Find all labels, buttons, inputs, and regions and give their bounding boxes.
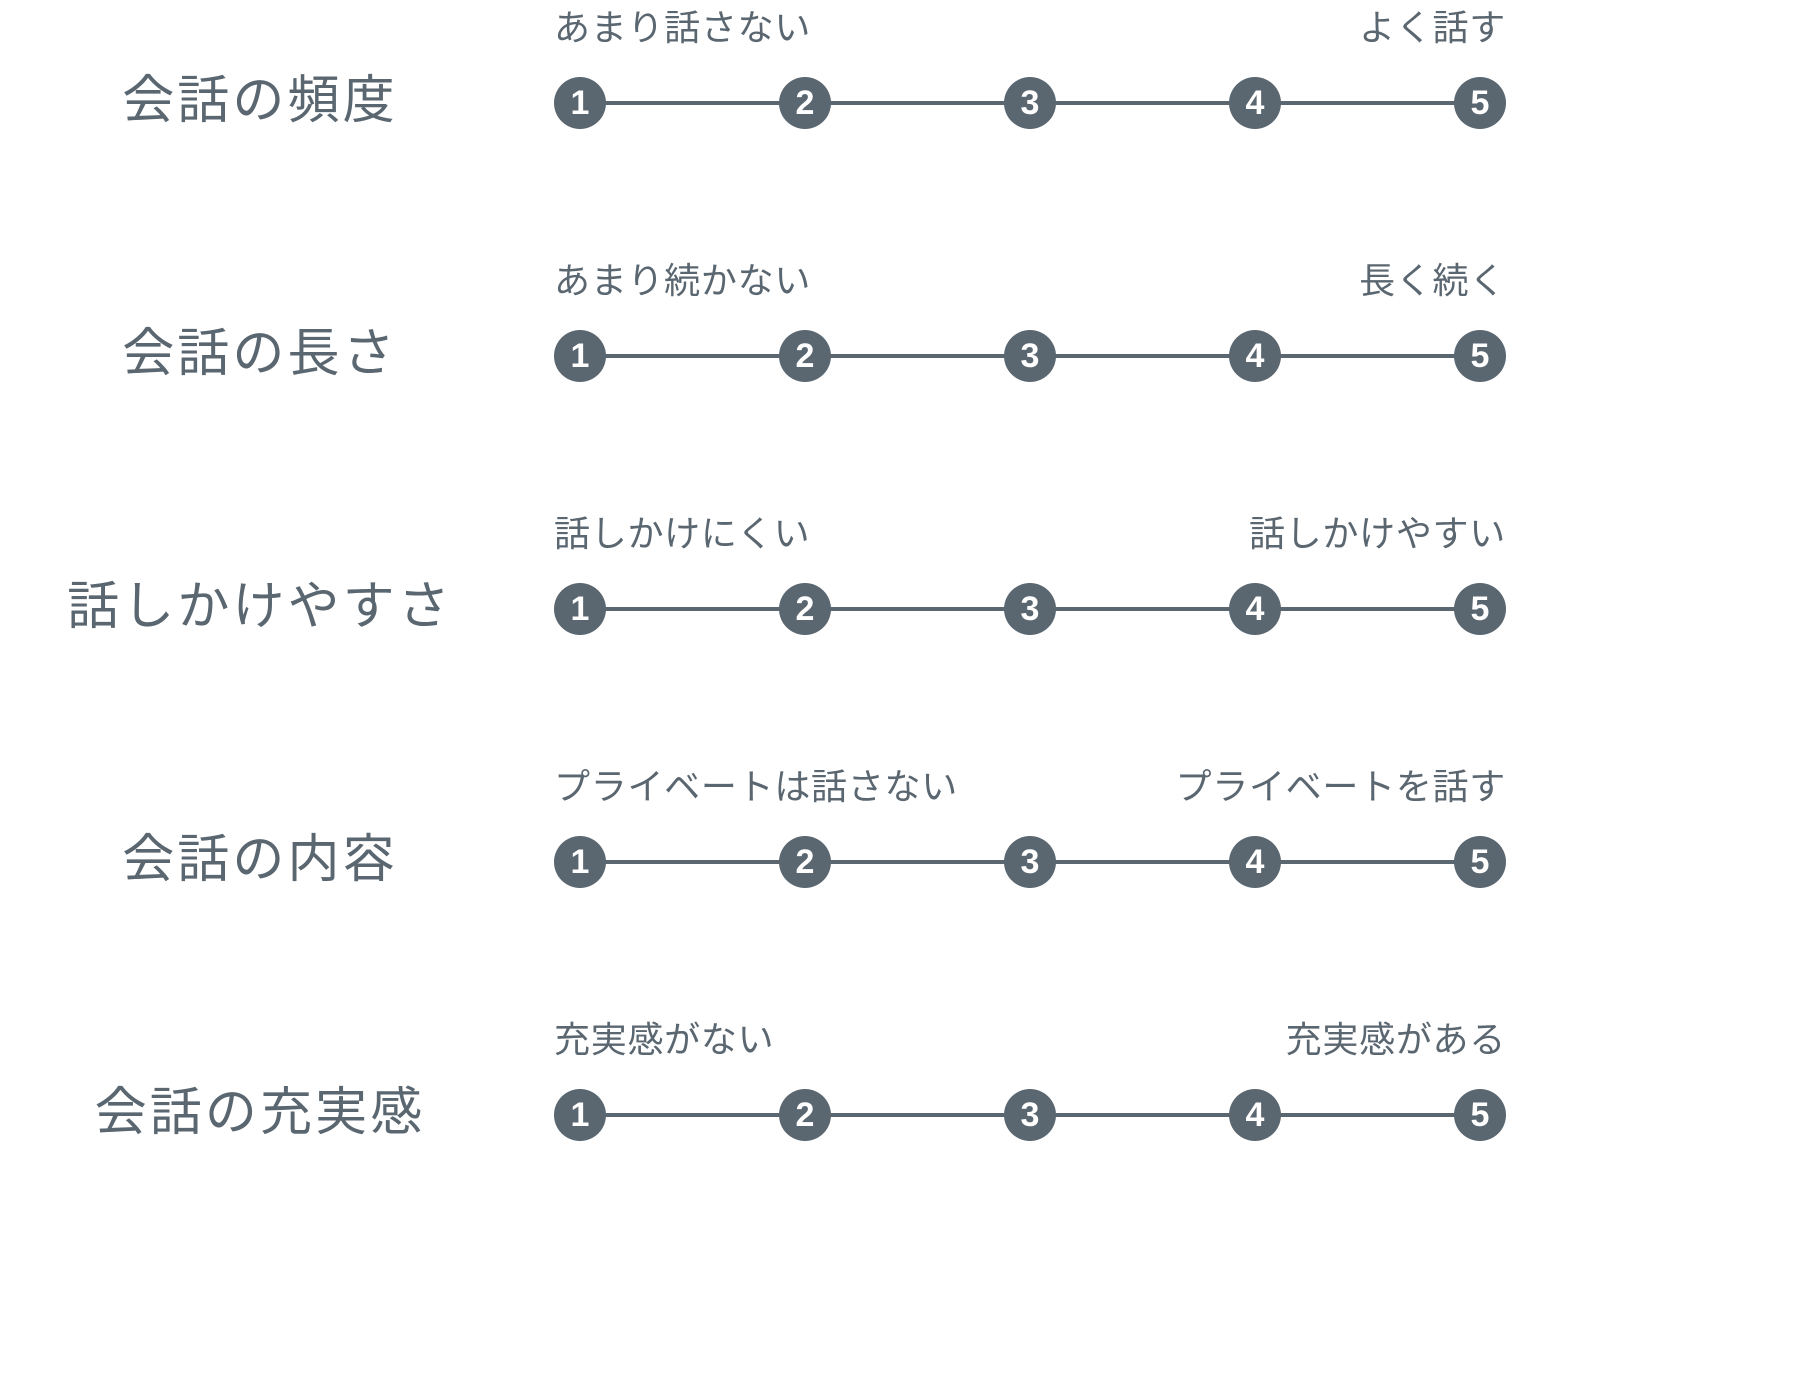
row-label-approachability: 話しかけやすさ	[67, 578, 453, 636]
scale-point-1[interactable]: 1	[554, 583, 606, 635]
scale-point-2[interactable]: 2	[779, 1089, 831, 1141]
row-label-conversation-length: 会話の長さ	[122, 325, 398, 383]
likert-track[interactable]: 1 2 3 4 5	[554, 583, 1506, 635]
scale-point-5[interactable]: 5	[1454, 77, 1506, 129]
anchor-high-label: プライベートを話す	[1175, 766, 1506, 807]
scale-row: 話しかけやすさ 話しかけにくい 話しかけやすい 1 2 3 4 5	[0, 506, 1800, 759]
scale-point-5[interactable]: 5	[1454, 330, 1506, 382]
scale-point-4[interactable]: 4	[1229, 1089, 1281, 1141]
scale-point-4[interactable]: 4	[1229, 583, 1281, 635]
scale-point-1[interactable]: 1	[554, 1089, 606, 1141]
scale-point-4[interactable]: 4	[1229, 836, 1281, 888]
anchor-high-label: 話しかけやすい	[1248, 513, 1506, 554]
row-label-conversation-content: 会話の内容	[122, 831, 398, 889]
scale-point-4[interactable]: 4	[1229, 330, 1281, 382]
scale-point-3[interactable]: 3	[1004, 330, 1056, 382]
scale-point-3[interactable]: 3	[1004, 77, 1056, 129]
scale-point-1[interactable]: 1	[554, 836, 606, 888]
anchor-low-label: 話しかけにくい	[554, 513, 811, 554]
scale-point-2[interactable]: 2	[779, 77, 831, 129]
scale-point-4[interactable]: 4	[1229, 77, 1281, 129]
row-label-conversation-frequency: 会話の頻度	[122, 72, 398, 130]
scale-point-5[interactable]: 5	[1454, 583, 1506, 635]
anchor-low-label: あまり話さない	[554, 7, 812, 48]
likert-track[interactable]: 1 2 3 4 5	[554, 836, 1506, 888]
scale-row: 会話の頻度 あまり話さない よく話す 1 2 3 4 5	[0, 0, 1800, 253]
scale-point-5[interactable]: 5	[1454, 1089, 1506, 1141]
scale-row: 会話の充実感 充実感がない 充実感がある 1 2 3 4 5	[0, 1012, 1800, 1265]
scale-point-3[interactable]: 3	[1004, 1089, 1056, 1141]
likert-track[interactable]: 1 2 3 4 5	[554, 330, 1506, 382]
anchor-low-label: 充実感がない	[554, 1019, 775, 1060]
anchor-high-label: 長く続く	[1359, 260, 1506, 301]
scale-row: 会話の内容 プライベートは話さない プライベートを話す 1 2 3 4 5	[0, 759, 1800, 1012]
anchor-low-label: プライベートは話さない	[554, 766, 958, 807]
scale-row: 会話の長さ あまり続かない 長く続く 1 2 3 4 5	[0, 253, 1800, 506]
scale-point-3[interactable]: 3	[1004, 836, 1056, 888]
row-label-conversation-fulfillment: 会話の充実感	[94, 1084, 426, 1142]
scale-point-2[interactable]: 2	[779, 836, 831, 888]
likert-track[interactable]: 1 2 3 4 5	[554, 77, 1506, 129]
scale-point-2[interactable]: 2	[779, 330, 831, 382]
anchor-high-label: 充実感がある	[1285, 1019, 1506, 1060]
anchor-high-label: よく話す	[1359, 7, 1506, 48]
scale-point-2[interactable]: 2	[779, 583, 831, 635]
scale-point-3[interactable]: 3	[1004, 583, 1056, 635]
anchor-low-label: あまり続かない	[554, 260, 812, 301]
scale-point-1[interactable]: 1	[554, 330, 606, 382]
scale-point-1[interactable]: 1	[554, 77, 606, 129]
scale-point-5[interactable]: 5	[1454, 836, 1506, 888]
likert-track[interactable]: 1 2 3 4 5	[554, 1089, 1506, 1141]
